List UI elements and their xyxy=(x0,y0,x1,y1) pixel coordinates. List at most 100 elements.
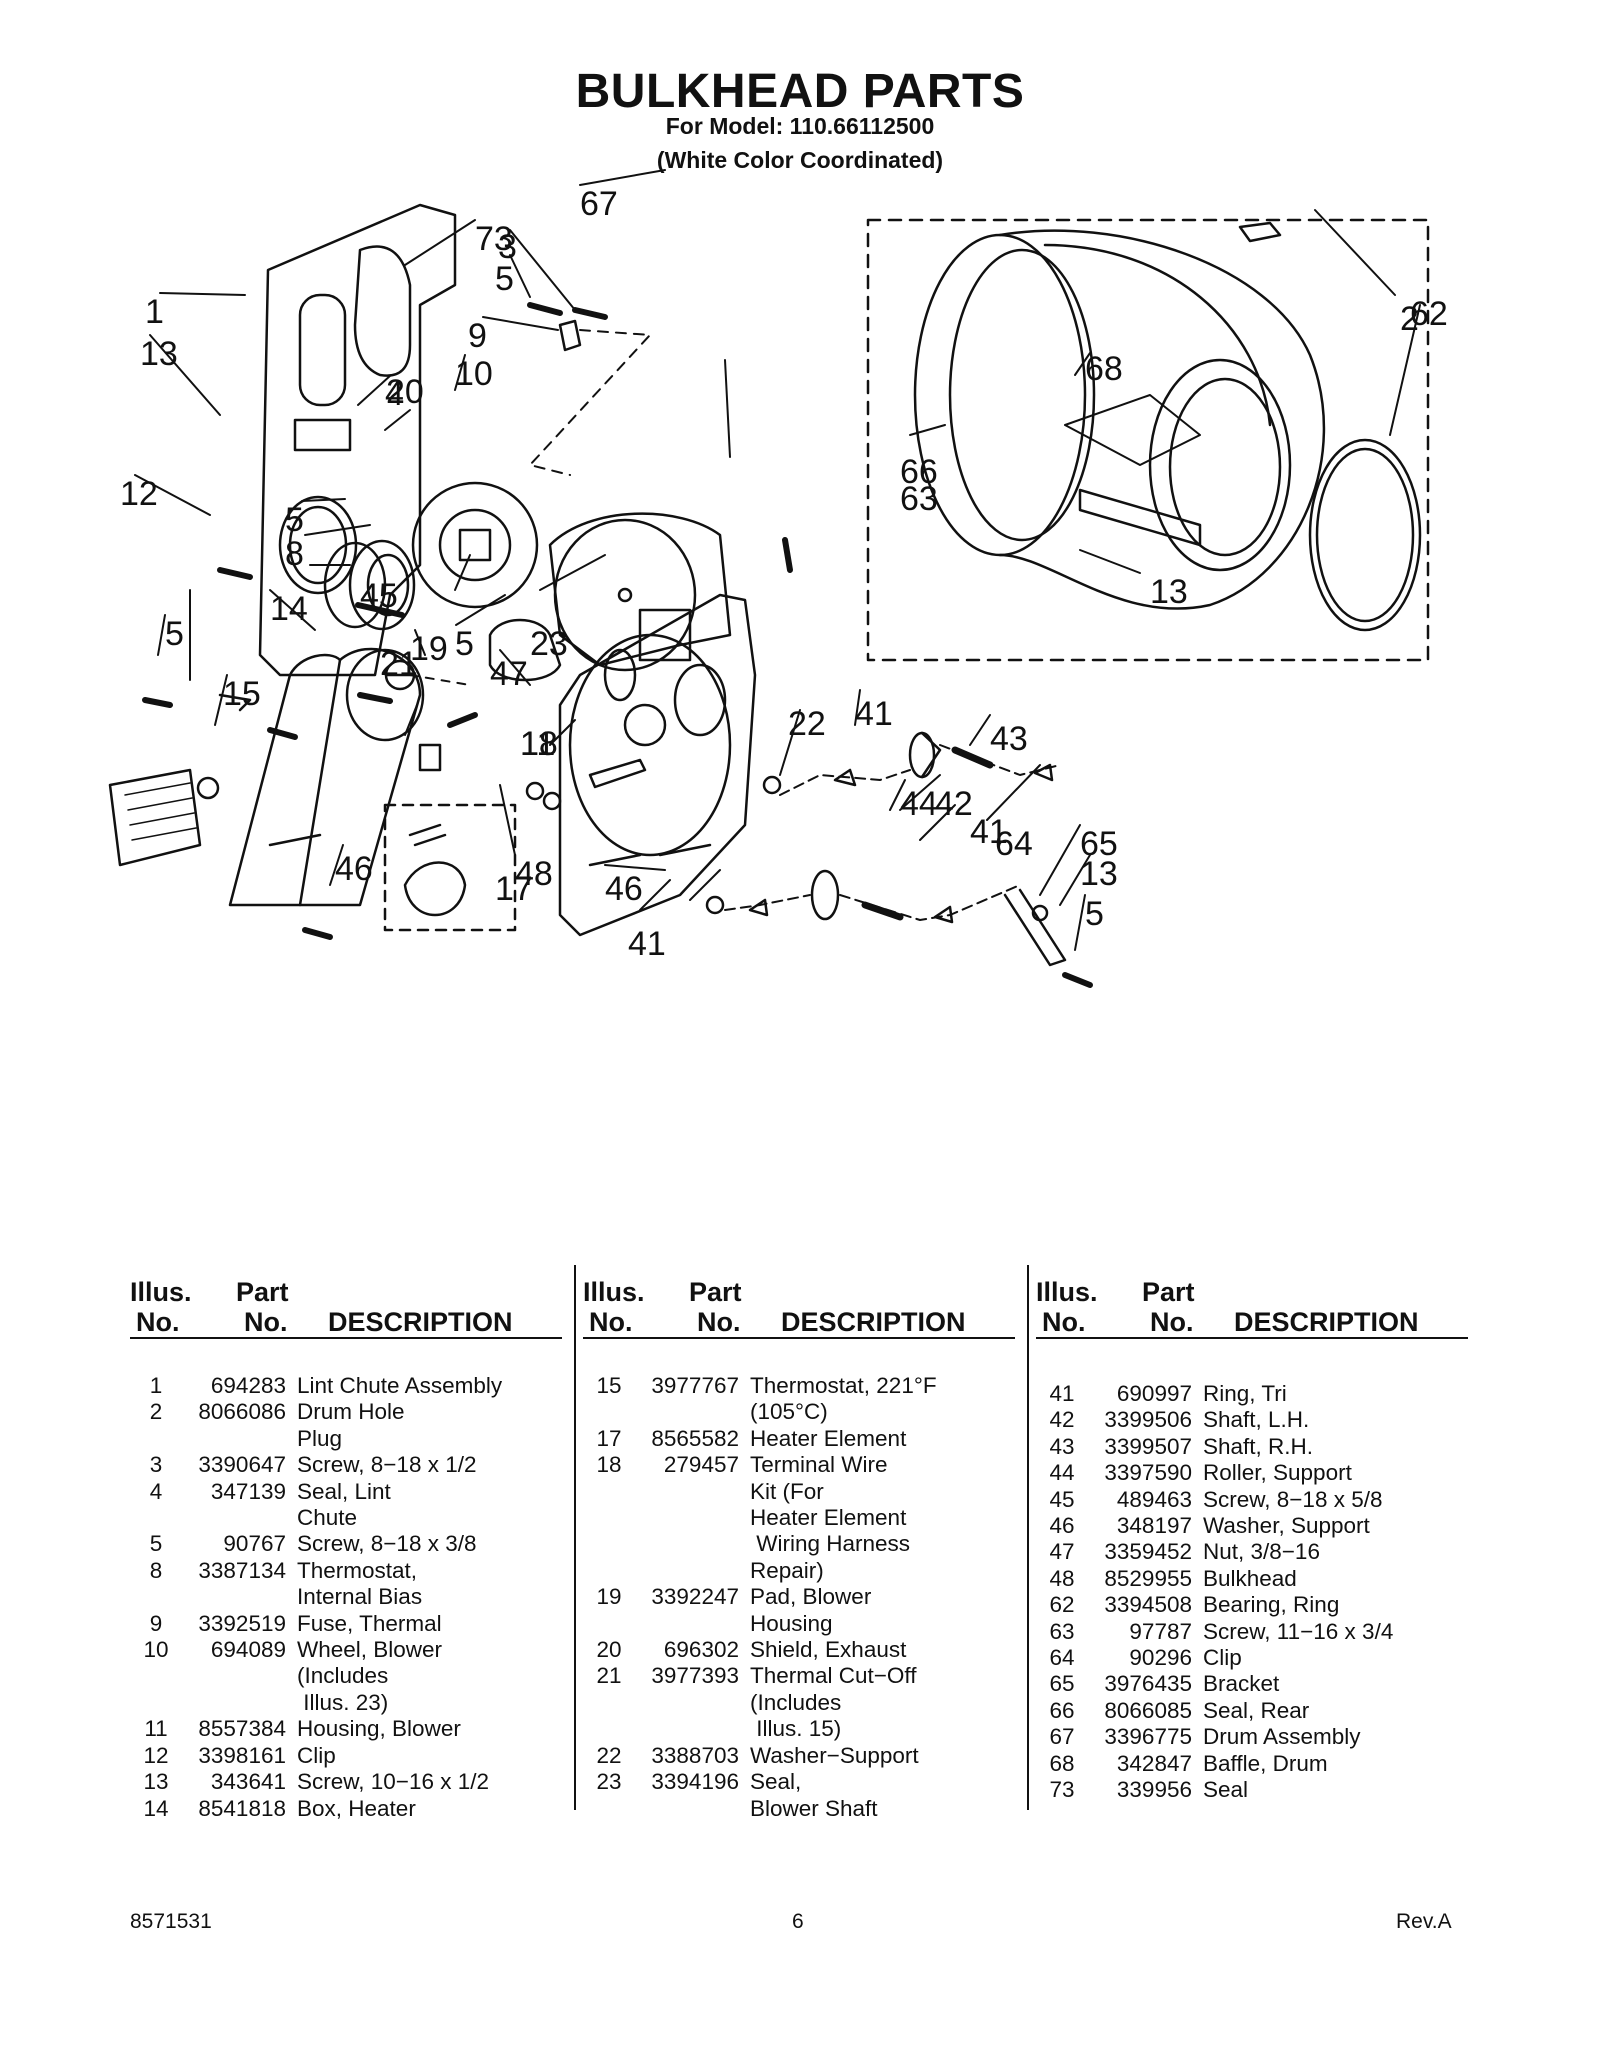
part-no-cell xyxy=(182,1584,286,1610)
callout-label: 63 xyxy=(900,480,938,518)
description-cell: Housing xyxy=(750,1610,833,1636)
drum xyxy=(913,229,1326,610)
callout-label: 66 xyxy=(900,453,938,491)
part-no-cell: 8066085 xyxy=(1104,1697,1192,1723)
description-cell: Bearing, Ring xyxy=(1203,1592,1340,1618)
callout-label: 67 xyxy=(580,185,618,223)
description-cell: Box, Heater xyxy=(297,1795,416,1821)
table-row: Housing xyxy=(583,1611,1015,1637)
callout-label: 14 xyxy=(270,590,308,628)
description-cell: Screw, 10−16 x 1/2 xyxy=(297,1769,489,1795)
part-no-cell: 3388703 xyxy=(651,1742,739,1768)
callout-label: 21 xyxy=(380,645,418,683)
part-no-cell: 3387134 xyxy=(198,1557,286,1583)
screw-3 xyxy=(572,307,608,320)
nut-47 xyxy=(525,781,545,801)
table-row: Kit (For xyxy=(583,1479,1015,1505)
fuse-thermal xyxy=(558,319,582,352)
illus-no-cell: 41 xyxy=(1049,1381,1075,1406)
part-header-1: Part xyxy=(236,1277,289,1307)
description-cell: Shaft, R.H. xyxy=(1203,1433,1314,1459)
part-no-cell: 3390647 xyxy=(198,1452,286,1478)
description-cell: Thermostat, 221°F xyxy=(750,1373,937,1398)
illus-no-cell: 10 xyxy=(143,1637,169,1663)
illus-no-cell xyxy=(583,1796,635,1822)
table-row: (Includes xyxy=(583,1690,1015,1716)
illus-header-1: Illus. xyxy=(130,1277,192,1307)
heater-element xyxy=(108,768,202,867)
part-no-cell xyxy=(182,1505,286,1531)
table-row: Blower Shaft xyxy=(583,1796,1015,1822)
description-cell: Heater Element xyxy=(750,1505,907,1531)
callout-label: 5 xyxy=(455,625,474,663)
illus-no-cell xyxy=(130,1690,182,1716)
part-no-cell xyxy=(635,1796,739,1822)
description-header: DESCRIPTION xyxy=(328,1307,513,1337)
illus-no-cell: 44 xyxy=(1049,1460,1075,1486)
description-cell: Blower Shaft xyxy=(750,1795,878,1821)
description-cell: Shaft, L.H. xyxy=(1203,1407,1310,1433)
description-cell: (Includes xyxy=(750,1689,842,1715)
illus-no-cell xyxy=(130,1426,182,1452)
tri-ring-41d xyxy=(933,905,954,924)
blower-wheel xyxy=(411,481,539,609)
part-no-cell: 343641 xyxy=(210,1769,286,1795)
table-row: Illus. 23) xyxy=(130,1690,562,1716)
illus-no-cell: 63 xyxy=(1049,1618,1075,1644)
part-no-cell: 8557384 xyxy=(198,1716,286,1742)
table-row: Chute xyxy=(130,1505,562,1531)
illus-no-cell: 21 xyxy=(596,1663,622,1689)
description-cell: Screw, 8−18 x 5/8 xyxy=(1203,1486,1383,1512)
table-row: Repair) xyxy=(583,1558,1015,1584)
lint-chute-assembly xyxy=(258,203,457,677)
illus-header-1: Illus. xyxy=(583,1277,645,1307)
illus-no-cell: 73 xyxy=(1049,1777,1075,1803)
callout-label: 64 xyxy=(995,825,1033,863)
part-header-1: Part xyxy=(689,1277,742,1307)
illus-no-cell: 42 xyxy=(1049,1407,1075,1433)
illus-no-cell: 47 xyxy=(1049,1539,1075,1565)
screw-5f xyxy=(447,712,478,728)
illus-no-cell xyxy=(583,1531,635,1557)
callout-label: 15 xyxy=(223,675,261,713)
table-row: (105°C) xyxy=(583,1399,1015,1425)
part-no-cell: 3399507 xyxy=(1104,1433,1192,1459)
description-cell: Seal, Rear xyxy=(1203,1697,1310,1723)
illus-no-cell: 17 xyxy=(596,1425,622,1451)
document-number: 8571531 xyxy=(130,1910,212,1933)
screw-13c xyxy=(1062,972,1093,988)
callout-label: 41 xyxy=(628,925,666,963)
description-cell: Seal, xyxy=(750,1769,802,1795)
part-no-cell: 279457 xyxy=(663,1452,739,1478)
illus-no-cell: 1 xyxy=(149,1373,163,1398)
column-divider xyxy=(1027,1265,1029,1810)
part-no-cell xyxy=(635,1399,739,1425)
description-cell: Screw, 11−16 x 3/4 xyxy=(1203,1618,1394,1644)
drum-assembly-box xyxy=(866,218,1430,662)
part-no-cell: 347139 xyxy=(210,1478,286,1504)
illus-no-cell: 2 xyxy=(149,1399,163,1425)
part-no-cell: 3394196 xyxy=(651,1769,739,1795)
description-cell: Thermal Cut−Off xyxy=(750,1663,917,1689)
illus-no-cell: 64 xyxy=(1049,1645,1075,1671)
callout-label: 65 xyxy=(1080,825,1118,863)
description-cell: Heater Element xyxy=(750,1425,907,1451)
description-cell: Illus. 23) xyxy=(297,1689,389,1715)
callout-label: 22 xyxy=(788,705,826,743)
part-no-cell: 339956 xyxy=(1116,1777,1192,1803)
part-no-cell xyxy=(635,1690,739,1716)
washer-46a xyxy=(542,791,562,811)
illus-no-cell: 5 xyxy=(149,1531,163,1557)
part-header-2: No. xyxy=(1150,1307,1194,1337)
part-no-cell: 3398161 xyxy=(198,1742,286,1768)
